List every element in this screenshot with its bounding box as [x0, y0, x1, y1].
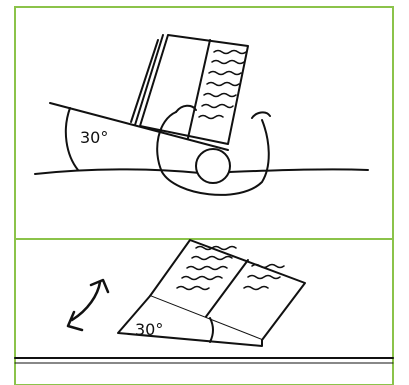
bottom-angle-label: 30°	[135, 320, 163, 339]
top-angle-label: 30°	[80, 128, 108, 147]
top-panel-illustration: 30°	[35, 35, 368, 195]
bottom-panel-illustration: 30°	[15, 240, 393, 363]
rotate-arrow-icon	[68, 280, 108, 330]
angle-arc	[66, 108, 78, 170]
floor-line	[15, 358, 393, 363]
